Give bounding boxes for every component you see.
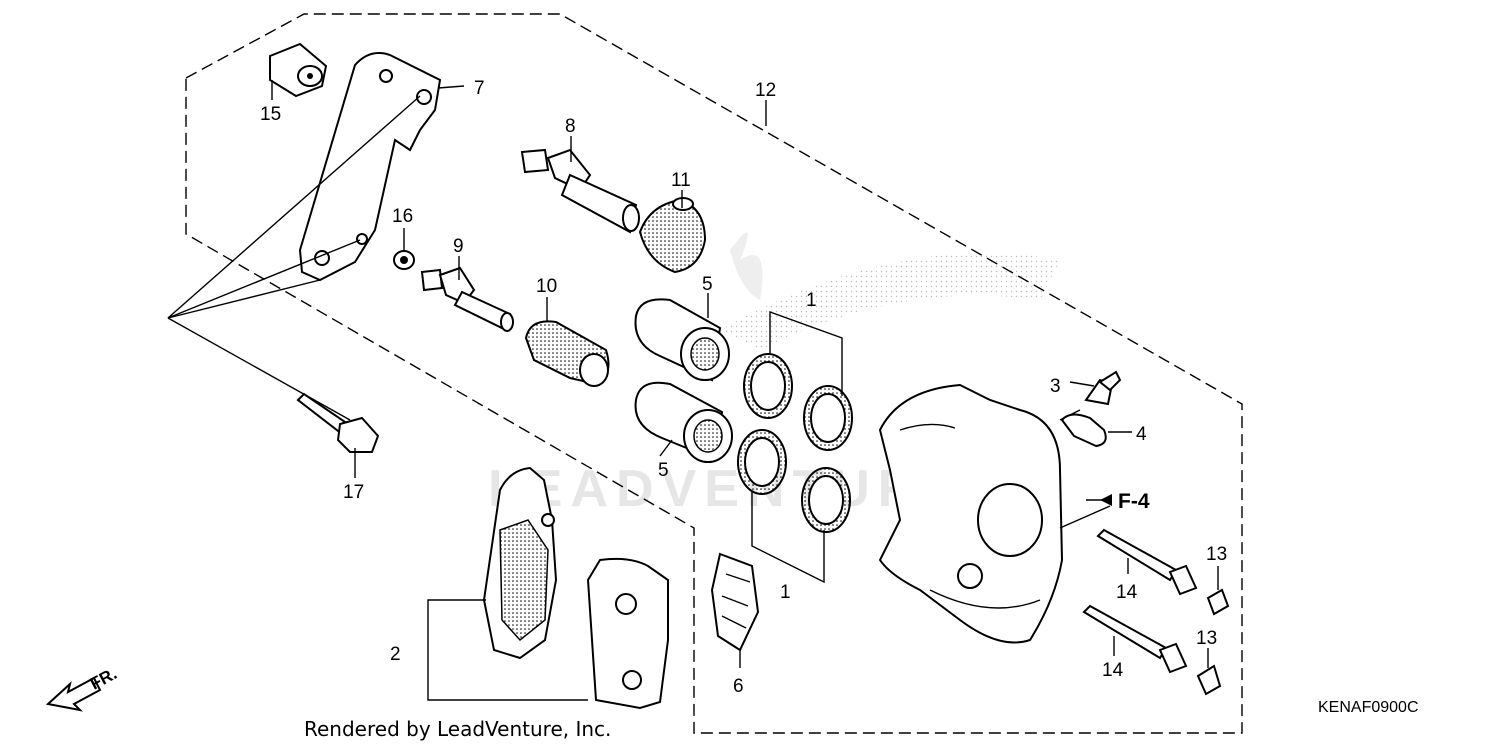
assembly-outline (185, 13, 1243, 734)
callout-14-lower: 14 (1102, 660, 1124, 681)
front-direction: FR. (45, 664, 120, 712)
piston-upper (634, 298, 730, 382)
credit-text: Rendered by LeadVenture, Inc. (304, 717, 611, 741)
reference-arrow-icon (1100, 494, 1112, 506)
watermark-text: LEADVENTURE (488, 460, 966, 518)
callout-5-lower: 5 (658, 460, 669, 481)
mounting-bolt (296, 392, 380, 453)
callouts: 1 1 2 3 4 5 5 6 7 8 9 10 11 12 13 13 14 … (260, 78, 1227, 697)
callout-10: 10 (536, 276, 557, 297)
piston-lower (634, 381, 733, 463)
callout-17: 17 (343, 482, 364, 503)
callout-13-upper: 13 (1206, 544, 1227, 565)
callout-15: 15 (260, 104, 281, 125)
callout-7: 7 (474, 78, 485, 99)
collar (269, 42, 328, 98)
callout-11: 11 (671, 170, 691, 191)
callout-13-lower: 13 (1196, 628, 1217, 649)
brake-pad-inner (482, 466, 558, 660)
callout-2: 2 (390, 644, 401, 665)
piston-seals (737, 353, 853, 533)
callout-12: 12 (755, 80, 776, 101)
callout-5-upper: 5 (702, 274, 713, 295)
bleeder-screw (1084, 370, 1122, 406)
callout-3: 3 (1050, 376, 1061, 397)
reference-link[interactable]: F-4 (1086, 490, 1150, 513)
callout-6: 6 (733, 676, 744, 697)
pad-pins (1082, 528, 1198, 674)
callout-16: 16 (392, 206, 413, 227)
callout-1-lower: 1 (780, 582, 791, 603)
pin-plugs (1196, 588, 1230, 696)
caliper-body (878, 383, 1064, 644)
callout-8: 8 (565, 116, 576, 137)
callout-9: 9 (453, 236, 464, 257)
diagram-code: KENAF0900C (1318, 699, 1419, 716)
callout-1-upper: 1 (806, 290, 817, 311)
washer (393, 250, 415, 270)
callout-4: 4 (1136, 424, 1147, 445)
watermark: LEADVENTURE (488, 232, 1060, 518)
callout-14-upper: 14 (1116, 582, 1138, 603)
pad-spring (710, 552, 760, 652)
reference-label[interactable]: F-4 (1118, 490, 1150, 513)
bleeder-cap (1060, 413, 1107, 448)
boot-upper (638, 197, 707, 274)
front-arrow-icon (45, 676, 102, 712)
pin-bolt-upper (520, 148, 640, 234)
boot-lower (524, 320, 610, 387)
pin-bolt-lower (420, 266, 514, 332)
leader-lines (167, 80, 1219, 701)
brake-pad-outer (586, 557, 669, 710)
